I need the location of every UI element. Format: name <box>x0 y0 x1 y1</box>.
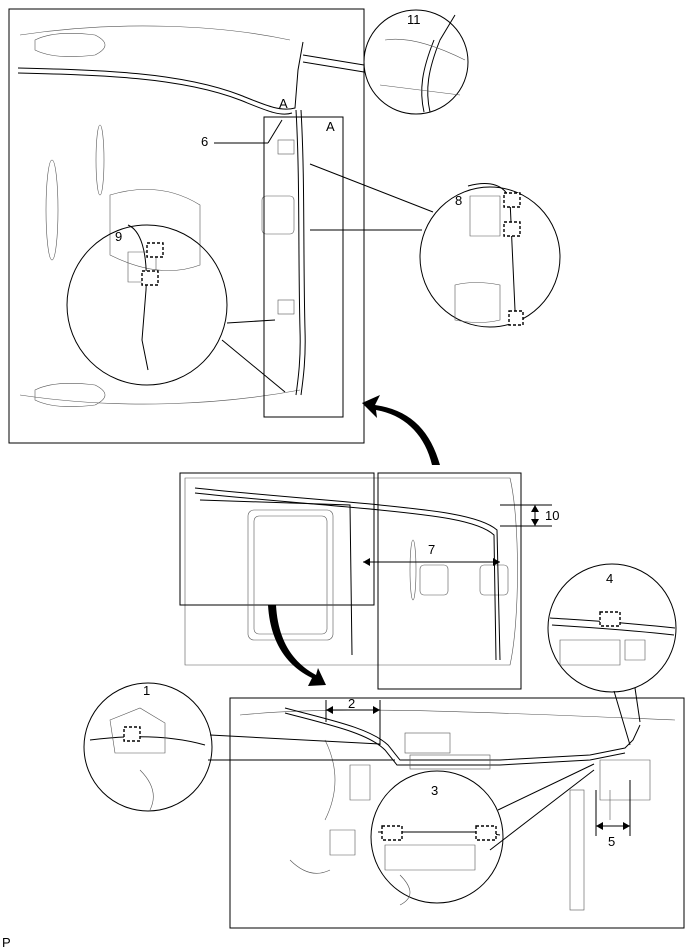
callout-5: 5 <box>608 834 615 849</box>
top-detail-panel: A A 6 11 8 <box>8 8 561 444</box>
callout-1: 1 <box>143 683 150 698</box>
arrow-to-bottom-panel <box>268 605 326 686</box>
callout-7: 7 <box>428 542 435 557</box>
overview-roof: 7 10 <box>179 472 559 690</box>
detail-circle-9: 9 <box>66 224 286 393</box>
detail-circle-8: 8 <box>309 163 561 328</box>
callout-10: 10 <box>545 508 559 523</box>
callout-2: 2 <box>348 696 355 711</box>
callout-4: 4 <box>606 571 613 586</box>
view-a-label-top: A <box>326 119 335 134</box>
detail-circle-4: 4 <box>547 563 677 746</box>
wire-harness-top <box>17 41 304 110</box>
detail-circle-3: 3 <box>370 763 595 906</box>
bottom-detail-panel: 2 5 1 3 <box>83 563 685 929</box>
callout-11: 11 <box>407 12 421 27</box>
detail-circle-1: 1 <box>83 682 395 812</box>
view-a-mark: A <box>279 96 288 111</box>
detail-circle-11: 11 <box>302 9 469 115</box>
footer-code: P <box>2 935 11 950</box>
callout-3: 3 <box>431 783 438 798</box>
arrow-to-top-panel <box>362 395 440 465</box>
callout-8: 8 <box>455 193 462 208</box>
callout-6: 6 <box>201 134 208 149</box>
callout-9: 9 <box>115 229 122 244</box>
